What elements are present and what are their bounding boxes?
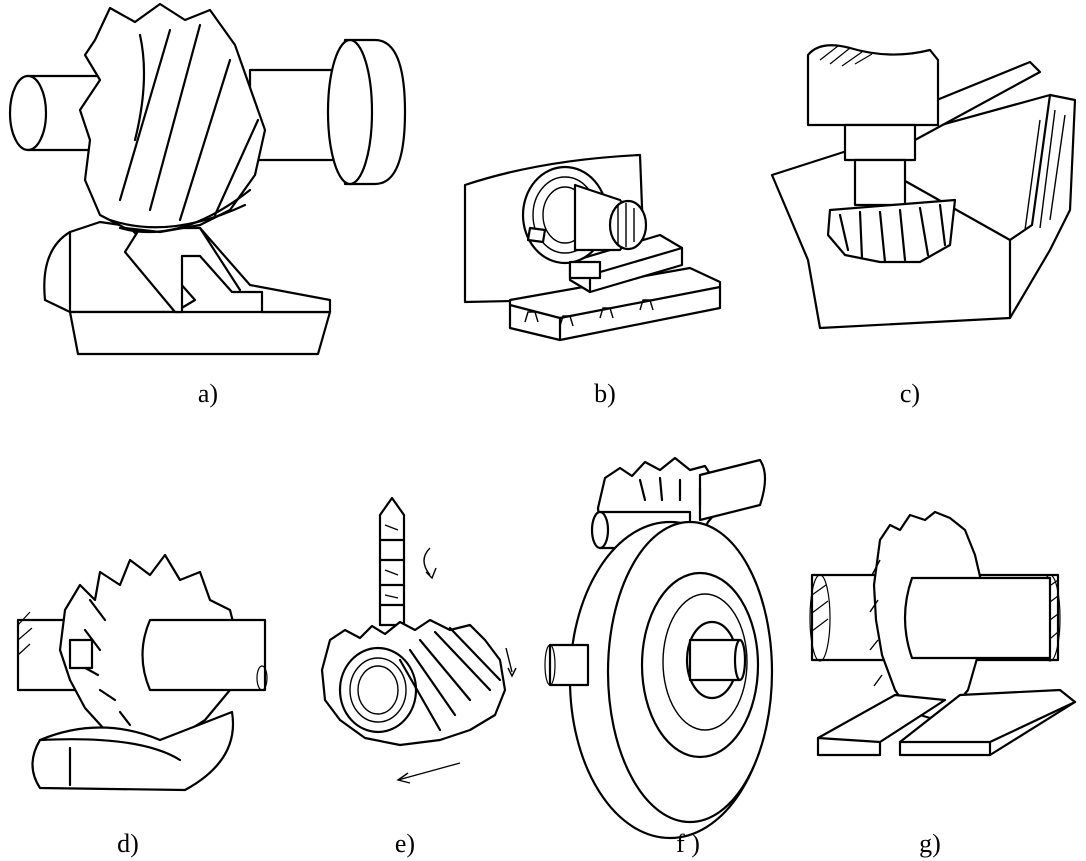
panel-d-caption: d) [117, 829, 139, 858]
panel-e-drawing [320, 496, 517, 784]
panel-f-drawing [544, 456, 774, 840]
panel-b-caption: b) [594, 379, 616, 408]
panel-f-caption: f ) [676, 829, 700, 858]
panel-c-caption: c) [900, 379, 920, 408]
panel-a-drawing [8, 2, 407, 356]
panel-g-caption: g) [919, 829, 941, 858]
panel-d-drawing [16, 553, 268, 792]
panel-b-drawing [463, 153, 722, 342]
panel-g-drawing [809, 510, 1077, 757]
panel-e-caption: e) [395, 829, 415, 858]
panel-c-drawing [770, 44, 1077, 330]
panel-a-caption: a) [198, 379, 218, 408]
